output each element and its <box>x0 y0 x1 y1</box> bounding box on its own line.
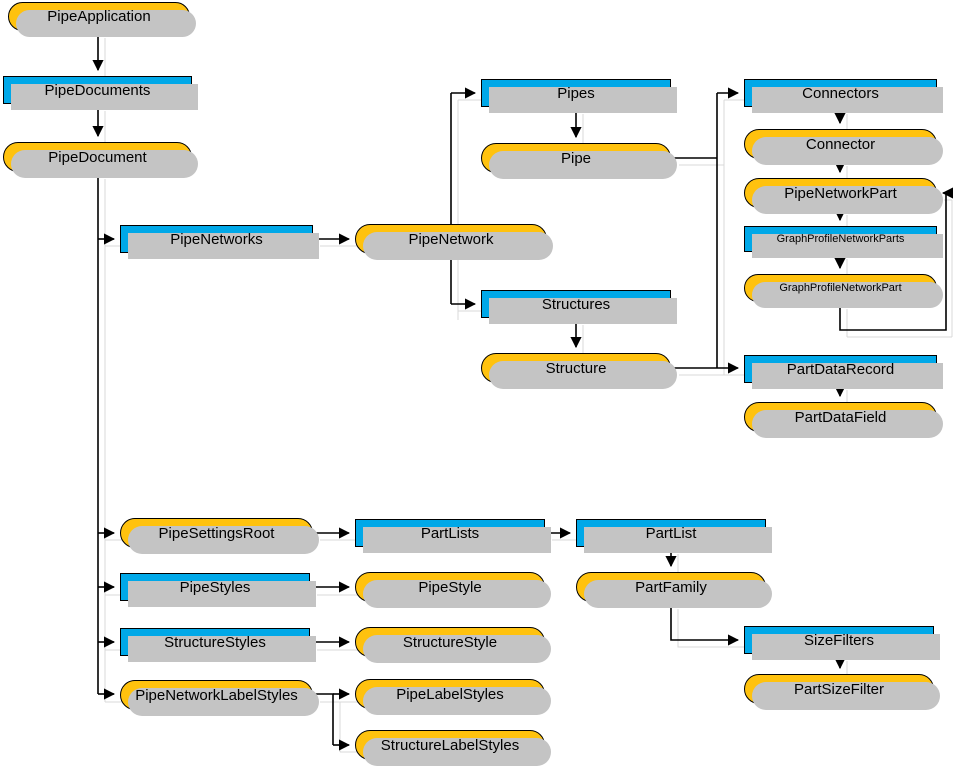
node-label-pipeSettingsRoot: PipeSettingsRoot <box>158 524 275 542</box>
node-label-connectors: Connectors <box>802 84 879 102</box>
node-pipeNetworkLabelStyles[interactable]: PipeNetworkLabelStyles <box>120 680 319 716</box>
node-label-partSizeFilter: PartSizeFilter <box>793 680 885 698</box>
node-pipes[interactable]: Pipes <box>481 79 677 113</box>
edge-graphprofilenetworkpart-pipenetworkpart <box>839 187 954 331</box>
node-partDataField[interactable]: PartDataField <box>744 402 943 438</box>
node-label-structure: Structure <box>545 359 607 377</box>
node-pipeLabelStyles[interactable]: PipeLabelStyles <box>355 679 551 715</box>
node-pipeDocument[interactable]: PipeDocument <box>3 142 198 178</box>
node-label-pipeNetwork: PipeNetwork <box>408 230 494 248</box>
node-pipeNetwork[interactable]: PipeNetwork <box>355 224 553 260</box>
node-connector[interactable]: Connector <box>744 129 943 165</box>
node-label-partList: PartList <box>645 524 697 542</box>
node-pipeApplication[interactable]: PipeApplication <box>8 2 196 37</box>
node-connectors[interactable]: Connectors <box>744 79 943 113</box>
node-structureStyles[interactable]: StructureStyles <box>120 628 316 662</box>
node-label-sizeFilters: SizeFilters <box>803 631 874 649</box>
node-label-connector: Connector <box>805 135 876 153</box>
node-pipeNetworkPart[interactable]: PipeNetworkPart <box>744 178 943 214</box>
node-label-pipes: Pipes <box>557 84 595 102</box>
node-partLists[interactable]: PartLists <box>355 519 551 553</box>
node-pipeStyle[interactable]: PipeStyle <box>355 572 551 608</box>
node-label-pipeNetworkLabelStyles: PipeNetworkLabelStyles <box>135 686 298 704</box>
node-label-graphProfileNetworkPart: GraphProfileNetworkPart <box>779 281 902 294</box>
node-sizeFilters[interactable]: SizeFilters <box>744 626 940 660</box>
node-label-structures: Structures <box>541 295 611 313</box>
node-pipeDocuments[interactable]: PipeDocuments <box>3 76 198 110</box>
node-label-pipeLabelStyles: PipeLabelStyles <box>396 685 504 703</box>
node-structures[interactable]: Structures <box>481 290 677 324</box>
node-pipeNetworks[interactable]: PipeNetworks <box>120 225 319 259</box>
node-partFamily[interactable]: PartFamily <box>576 572 772 608</box>
node-label-pipeNetworks: PipeNetworks <box>170 230 263 248</box>
node-graphProfileNetworkPart[interactable]: GraphProfileNetworkPart <box>744 274 943 308</box>
node-graphProfileNetworkParts[interactable]: GraphProfileNetworkParts <box>744 226 943 258</box>
node-label-pipeDocument: PipeDocument <box>48 148 147 166</box>
node-label-pipeApplication: PipeApplication <box>47 8 151 25</box>
node-pipeStyles[interactable]: PipeStyles <box>120 573 316 607</box>
node-label-pipe: Pipe <box>560 149 592 167</box>
node-partSizeFilter[interactable]: PartSizeFilter <box>744 674 940 710</box>
node-pipeSettingsRoot[interactable]: PipeSettingsRoot <box>120 518 319 554</box>
node-structureStyle[interactable]: StructureStyle <box>355 627 551 663</box>
node-pipe[interactable]: Pipe <box>481 143 677 179</box>
edge-partfamily-sizefilters <box>670 602 740 646</box>
node-label-pipeNetworkPart: PipeNetworkPart <box>784 184 897 202</box>
node-label-structureLabelStyles: StructureLabelStyles <box>380 736 520 754</box>
node-label-partDataField: PartDataField <box>794 408 887 426</box>
node-label-pipeStyles: PipeStyles <box>179 578 251 596</box>
node-structure[interactable]: Structure <box>481 353 677 389</box>
node-label-pipeDocuments: PipeDocuments <box>44 81 151 99</box>
node-label-graphProfileNetworkParts: GraphProfileNetworkParts <box>776 232 905 245</box>
node-partDataRecord[interactable]: PartDataRecord <box>744 355 943 389</box>
node-structureLabelStyles[interactable]: StructureLabelStyles <box>355 730 551 766</box>
node-label-partLists: PartLists <box>420 524 480 542</box>
node-label-structureStyle: StructureStyle <box>402 633 498 651</box>
node-label-structureStyles: StructureStyles <box>164 633 266 651</box>
node-label-partDataRecord: PartDataRecord <box>786 360 895 378</box>
node-label-pipeStyle: PipeStyle <box>418 578 482 596</box>
node-partList[interactable]: PartList <box>576 519 772 553</box>
node-label-partFamily: PartFamily <box>635 578 707 596</box>
